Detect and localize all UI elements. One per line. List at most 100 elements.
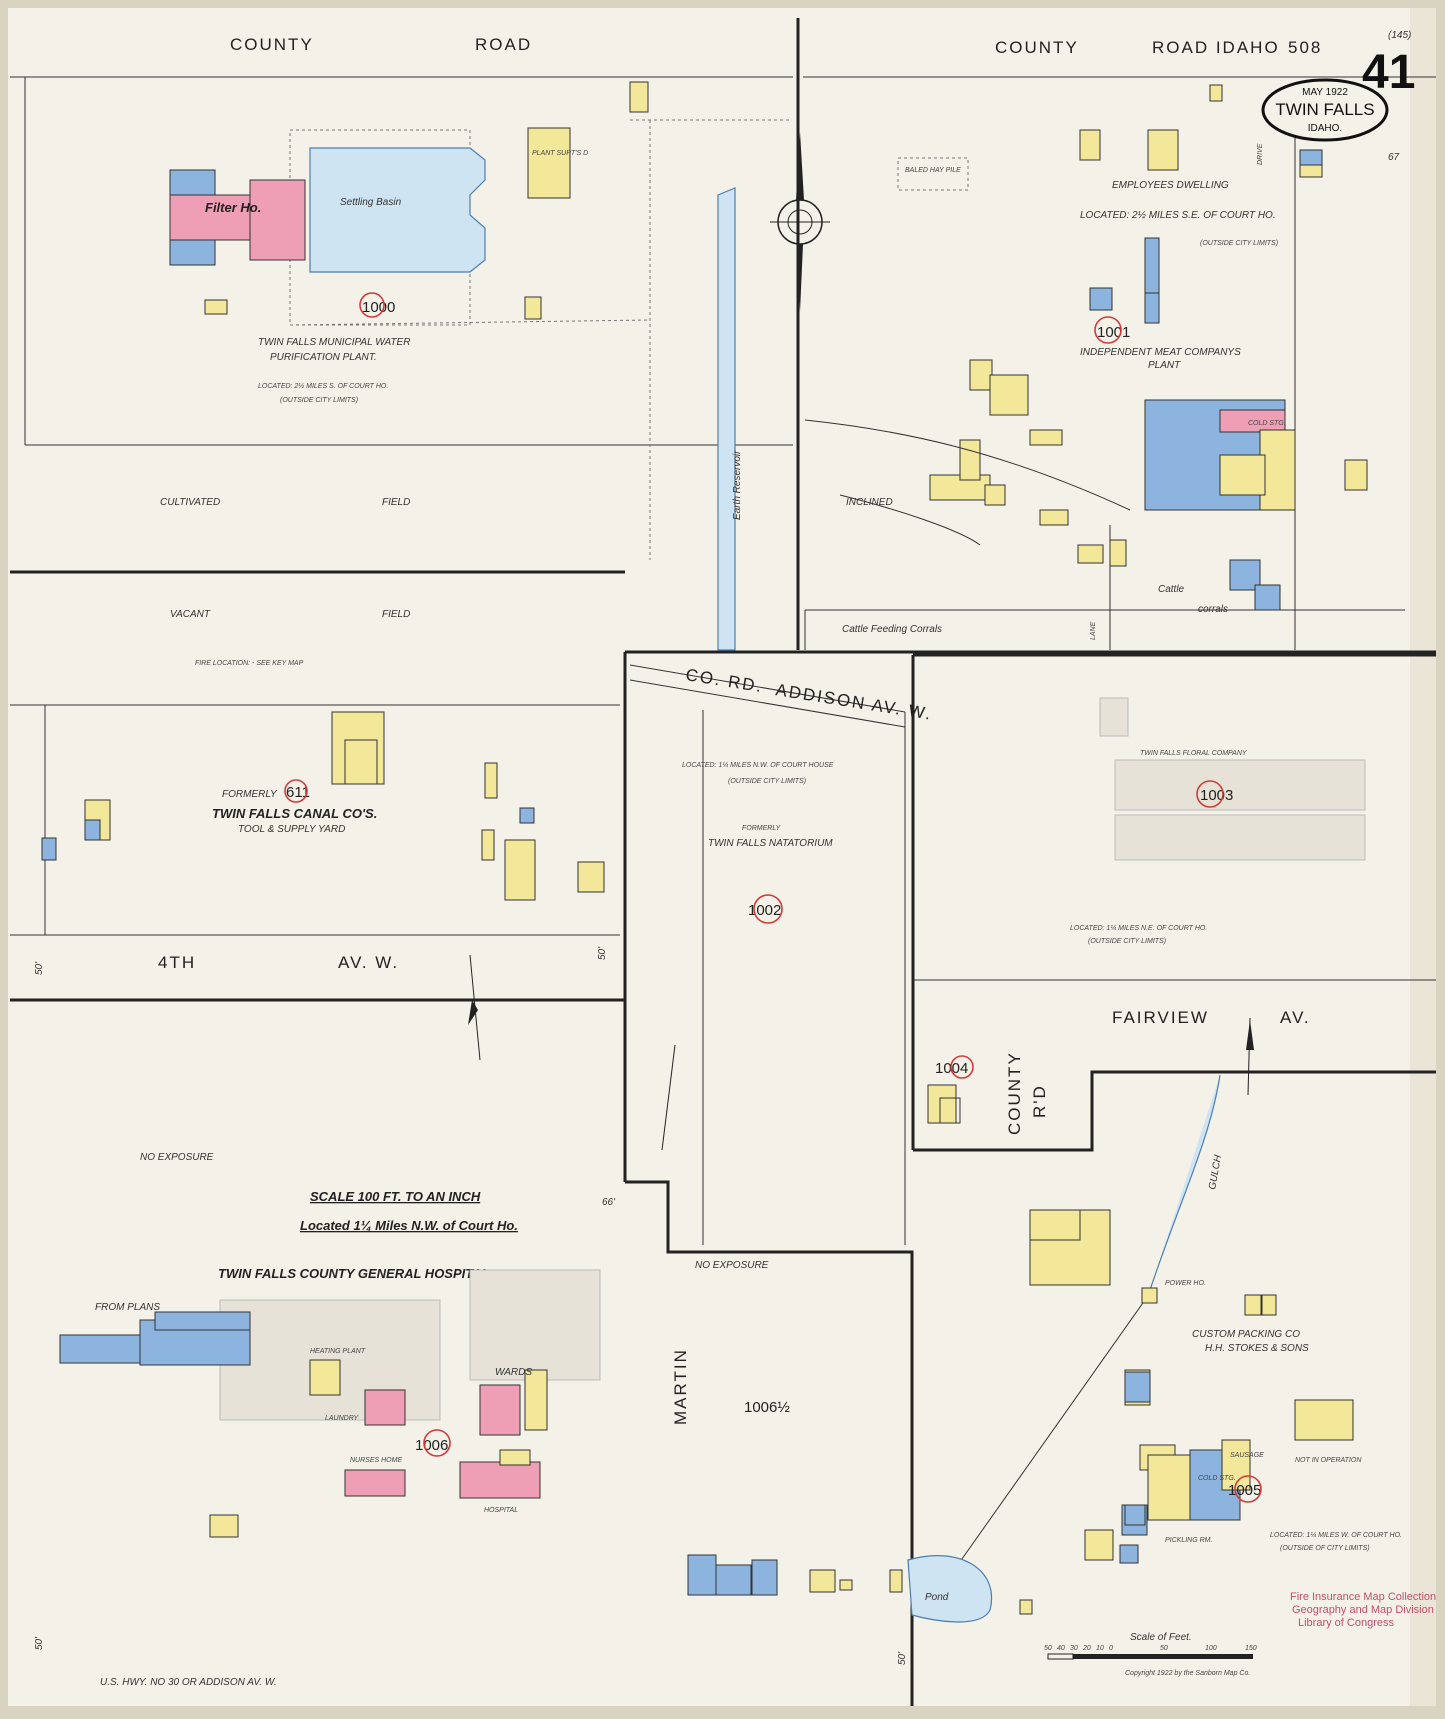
- block-number-1000: 1000: [362, 299, 395, 316]
- route-code: 508: [1288, 38, 1322, 57]
- hospital-title: TWIN FALLS COUNTY GENERAL HOSPITAL: [218, 1266, 490, 1281]
- scale-tick: 20: [1082, 1645, 1091, 1652]
- scale-tick: 30: [1070, 1645, 1078, 1652]
- north-arrow-icon: [468, 954, 481, 1061]
- block-number-1002: 1002: [748, 902, 781, 919]
- cattle-feeding-label: Cattle Feeding Corrals: [842, 624, 942, 635]
- block-number-1006: 1006: [415, 1437, 448, 1454]
- gulch-stream: [1149, 1074, 1221, 1291]
- water-plant-limits: (OUTSIDE CITY LIMITS): [280, 397, 358, 404]
- dim-50-a: 50': [34, 961, 45, 975]
- cold-label: COLD STG.: [1198, 1475, 1236, 1482]
- cartouche-state: IDAHO.: [1308, 123, 1342, 134]
- plant-supt-label: PLANT SUPT'S D: [532, 150, 588, 157]
- meat-company-title-2: PLANT: [1148, 360, 1181, 371]
- block-number-1006-half: 1006½: [744, 1399, 790, 1416]
- meat-limits-label: (OUTSIDE CITY LIMITS): [1200, 240, 1278, 247]
- stokes-located: LOCATED: 1¼ MILES W. OF COURT HO.: [1270, 1532, 1402, 1539]
- custom-packing-title-2: H.H. STOKES & SONS: [1205, 1343, 1309, 1354]
- hospital-label: HOSPITAL: [484, 1507, 518, 1514]
- title-cartouche: MAY 1922 TWIN FALLS IDAHO.: [1261, 78, 1389, 142]
- cattle-label: Cattle: [1158, 584, 1185, 595]
- earth-reservoir-label: Earth Reservoir: [732, 450, 743, 520]
- scale-of-feet-label: Scale of Feet.: [1130, 1632, 1192, 1643]
- scale-tick: 50: [1160, 1645, 1168, 1652]
- block-number-1003: 1003: [1200, 787, 1233, 804]
- block-number-1005: 1005: [1228, 1482, 1261, 1499]
- fire-location-label: FIRE LOCATION: - SEE KEY MAP: [195, 660, 304, 667]
- cartouche-city: TWIN FALLS: [1275, 100, 1374, 119]
- lane-label: LANE: [1090, 621, 1097, 640]
- water-plant-title: TWIN FALLS MUNICIPAL WATER: [258, 337, 410, 348]
- compass-rose-icon: [770, 132, 830, 312]
- natatorium-limits: (OUTSIDE CITY LIMITS): [728, 778, 806, 785]
- employees-dwelling-label: EMPLOYEES DWELLING: [1112, 180, 1229, 191]
- scale-label: SCALE 100 FT. TO AN INCH: [310, 1189, 481, 1204]
- canal-co-title-2: TOOL & SUPPLY YARD: [238, 824, 345, 835]
- sheet-pencil-2: 67: [1388, 152, 1400, 163]
- no-exposure-label-2: NO EXPOSURE: [695, 1260, 769, 1271]
- stamp-line-2: Geography and Map Division: [1292, 1604, 1434, 1616]
- formerly-label: FORMERLY: [222, 789, 278, 800]
- pond-label: Pond: [925, 1592, 949, 1603]
- county-rd-vertical: COUNTY: [1005, 1051, 1024, 1135]
- hospital-located: Located 1¼ Miles N.W. of Court Ho.: [300, 1218, 518, 1233]
- power-house-label: POWER HO.: [1165, 1280, 1206, 1287]
- dim-50-d: 50': [897, 1651, 908, 1665]
- settling-basin: [309, 147, 486, 273]
- cultivated-label: CULTIVATED: [160, 497, 220, 508]
- scale-tick: 150: [1245, 1645, 1257, 1652]
- north-arrow-icon: [1246, 1017, 1254, 1096]
- stamp-line-1: Fire Insurance Map Collection: [1290, 1591, 1436, 1603]
- county-rd-vertical-2: R'D: [1030, 1084, 1049, 1118]
- scale-tick: 0: [1109, 1645, 1113, 1652]
- dim-66: 66': [602, 1197, 616, 1208]
- fourth-av-label: 4TH: [158, 953, 196, 972]
- corrals-label: corrals: [1198, 604, 1228, 615]
- wards-label: WARDS: [495, 1367, 532, 1378]
- filter-house-label: Filter Ho.: [205, 200, 261, 215]
- block-611: VACANT FIELD FIRE LOCATION: - SEE KEY MA…: [41, 609, 605, 901]
- meat-located-label: LOCATED: 2½ MILES S.E. OF COURT HO.: [1080, 210, 1276, 221]
- fairview-label-2: AV.: [1280, 1008, 1311, 1027]
- vacant-label: VACANT: [170, 609, 211, 620]
- scale-tick: 50: [1044, 1645, 1052, 1652]
- dim-50-b: 50': [597, 946, 608, 960]
- stamp-line-3: Library of Congress: [1298, 1617, 1394, 1629]
- pickling-label: PICKLING RM.: [1165, 1537, 1213, 1544]
- natatorium-formerly: FORMERLY: [742, 825, 782, 832]
- block-borders: [10, 18, 1436, 1706]
- us-hwy-label: U.S. HWY. NO 30 OR ADDISON AV. W.: [100, 1677, 277, 1688]
- block-1001: BALED HAY PILE EMPLOYEES DWELLING LOCATE…: [804, 84, 1368, 650]
- natatorium-title: TWIN FALLS NATATORIUM: [708, 838, 833, 849]
- from-plans-label: FROM PLANS: [95, 1302, 160, 1313]
- water-plant-title-2: PURIFICATION PLANT.: [270, 352, 377, 363]
- canal-co-title: TWIN FALLS CANAL CO'S.: [212, 806, 377, 821]
- floral-limits: (OUTSIDE CITY LIMITS): [1088, 938, 1166, 945]
- county-road-right-2: ROAD IDAHO: [1152, 38, 1280, 57]
- fairview-label: FAIRVIEW: [1112, 1008, 1209, 1027]
- library-stamp: Fire Insurance Map Collection Geography …: [1290, 1591, 1436, 1629]
- floral-located: LOCATED: 1¼ MILES N.E. OF COURT HO.: [1070, 925, 1207, 932]
- block-1003: TWIN FALLS FLORAL COMPANY 1003 LOCATED: …: [1070, 697, 1366, 945]
- block-1006-half: NO EXPOSURE 1006½ MARTIN: [671, 1260, 903, 1596]
- county-road-right: COUNTY: [995, 38, 1079, 57]
- block-1006: NO EXPOSURE SCALE 100 FT. TO AN INCH Loc…: [59, 1152, 601, 1538]
- block-number-611: 611: [286, 784, 310, 801]
- county-road-left-2: ROAD: [475, 35, 532, 54]
- sheet-pencil: (145): [1388, 30, 1411, 41]
- reservoir-channel: [717, 187, 736, 651]
- fourth-av-label-2: AV. W.: [338, 953, 399, 972]
- scale-bar: Scale of Feet. 50 40 30 20 10 0 50 100 1…: [1044, 1632, 1257, 1677]
- north-arrow-icon: [660, 1044, 676, 1151]
- block-1005: GULCH Pond POWER HO. CUSTOM PACKING CO H…: [907, 1074, 1402, 1623]
- block-1000: Filter Ho. Settling Basin PLANT SUPT'S D…: [169, 81, 790, 560]
- laundry-label: LAUNDRY: [325, 1415, 360, 1422]
- baled-hay-label: BALED HAY PILE: [905, 167, 961, 174]
- scale-tick: 40: [1057, 1645, 1065, 1652]
- nurses-home-label: NURSES HOME: [350, 1457, 402, 1464]
- martin-label: MARTIN: [671, 1348, 690, 1425]
- cartouche-date: MAY 1922: [1302, 87, 1348, 98]
